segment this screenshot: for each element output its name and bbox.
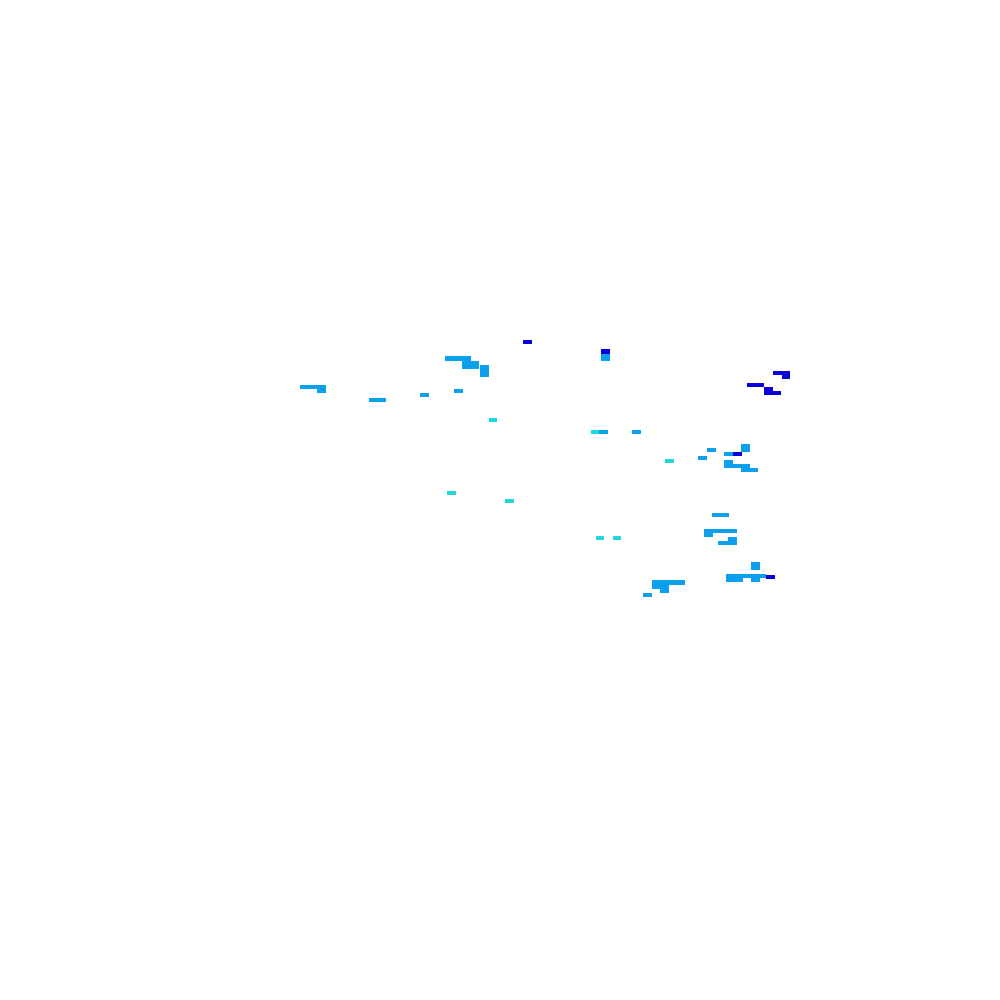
raster-cell bbox=[643, 593, 652, 597]
raster-cell bbox=[764, 387, 773, 391]
raster-cell bbox=[454, 389, 463, 393]
raster-cell bbox=[369, 398, 386, 402]
raster-cell bbox=[766, 575, 775, 579]
raster-cell bbox=[764, 391, 781, 395]
raster-cell bbox=[420, 393, 429, 397]
raster-cell bbox=[601, 349, 610, 354]
raster-cell bbox=[505, 499, 514, 503]
raster-cell bbox=[704, 533, 713, 537]
raster-cell bbox=[733, 464, 750, 468]
raster-cell bbox=[596, 536, 604, 540]
raster-cell bbox=[480, 365, 489, 377]
raster-cell bbox=[591, 430, 599, 434]
raster-cell bbox=[707, 448, 716, 452]
raster-cell bbox=[462, 361, 479, 369]
light-cells-layer bbox=[447, 418, 674, 540]
raster-cell bbox=[665, 459, 674, 463]
raster-cell bbox=[747, 383, 764, 387]
raster-cell bbox=[741, 444, 750, 452]
raster-cell bbox=[601, 353, 610, 361]
raster-cell bbox=[773, 371, 790, 375]
raster-cell bbox=[718, 541, 737, 545]
raster-cell bbox=[712, 513, 729, 517]
raster-cell bbox=[751, 578, 760, 582]
raster-cell bbox=[733, 452, 742, 456]
raster-cell bbox=[523, 340, 532, 344]
raster-cell bbox=[300, 385, 326, 389]
raster-cell bbox=[698, 456, 707, 460]
medium-cells-layer bbox=[300, 353, 766, 597]
raster-cell bbox=[726, 578, 743, 582]
raster-cell bbox=[782, 375, 790, 379]
raster-cell bbox=[652, 580, 685, 585]
raster-cell bbox=[741, 468, 758, 472]
raster-cell bbox=[724, 452, 733, 456]
raster-cell bbox=[652, 585, 669, 589]
raster-cell bbox=[704, 529, 737, 533]
raster-cell bbox=[445, 356, 471, 361]
raster-cell bbox=[599, 430, 608, 434]
raster-cell bbox=[613, 536, 621, 540]
raster-cell bbox=[728, 537, 737, 545]
raster-cell bbox=[724, 460, 733, 468]
dark-cells-layer bbox=[523, 340, 790, 579]
raster-cell bbox=[632, 430, 641, 434]
raster-cell bbox=[317, 389, 326, 393]
raster-cell bbox=[751, 562, 760, 570]
raster-cell bbox=[447, 491, 456, 495]
raster-cell bbox=[489, 418, 497, 422]
raster-cell bbox=[660, 589, 669, 593]
raster-cell bbox=[726, 574, 766, 578]
